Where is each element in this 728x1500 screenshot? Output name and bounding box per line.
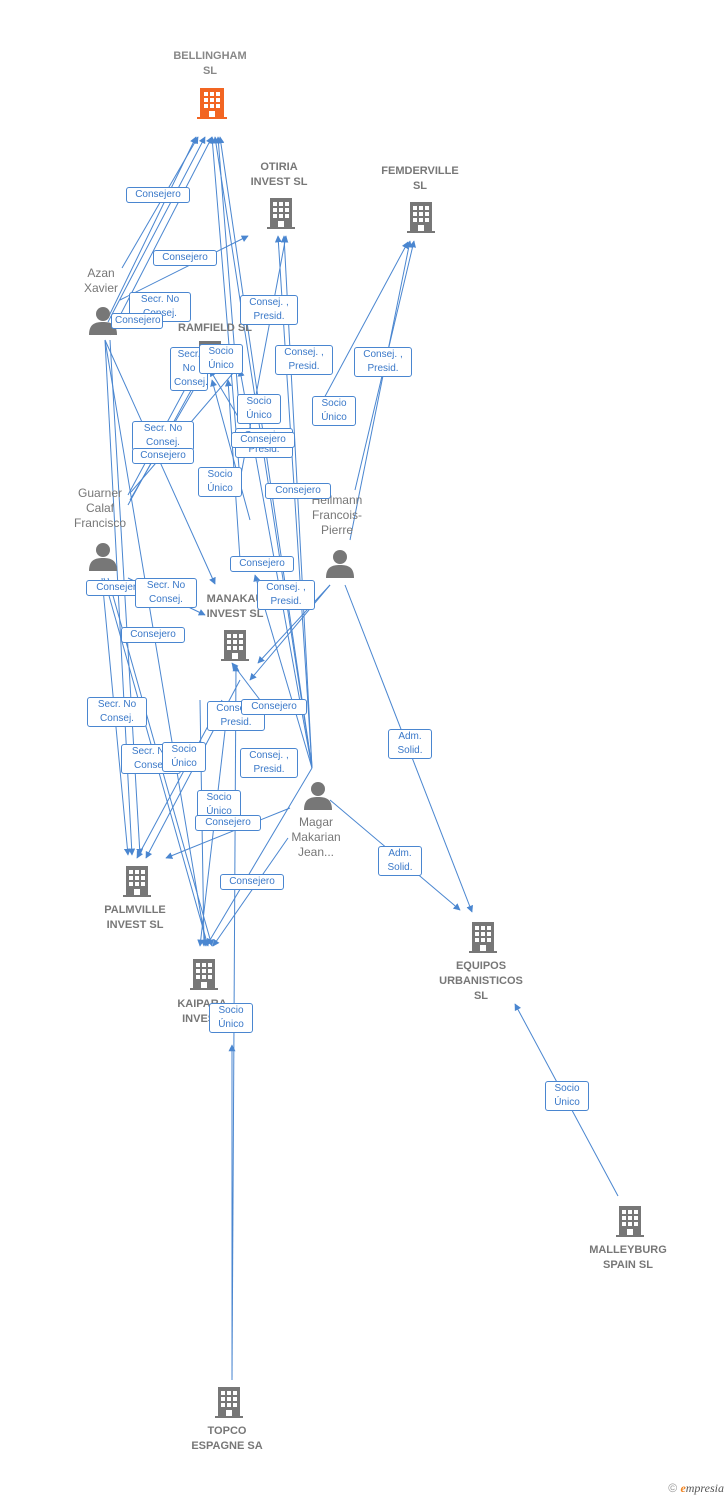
edge-29 — [209, 136, 241, 481]
relation-consejero-29[interactable]: Consejero — [195, 815, 261, 831]
company-label-bellingham[interactable]: BELLINGHAM SL — [173, 50, 247, 77]
building-icon-otiria[interactable] — [266, 196, 296, 230]
edge-3 — [107, 136, 206, 323]
person-icon-azan[interactable] — [88, 305, 118, 335]
relation-consejero-17[interactable]: Consejero — [230, 556, 294, 572]
relation-socio-unico-9[interactable]: Socio Único — [312, 396, 356, 426]
company-label-femderville[interactable]: FEMDERVILLE SL — [381, 165, 459, 192]
brand-logo[interactable]: empresia — [680, 1481, 724, 1495]
company-label-ramfield[interactable]: RAMFIELD SL — [178, 322, 252, 334]
relation-socio-unico-34[interactable]: Socio Único — [545, 1081, 589, 1111]
relation-secr-no-consej-13[interactable]: Secr. No Consej. — [132, 421, 194, 451]
relation-adm-solid-33[interactable]: Adm. Solid. — [378, 846, 422, 876]
building-icon-malleyburg[interactable] — [615, 1204, 645, 1238]
relation-consejero-14[interactable]: Consejero — [132, 448, 194, 464]
edge-21 — [206, 767, 313, 946]
relation-consejero-12[interactable]: Consejero — [231, 432, 295, 448]
edge-33 — [210, 379, 251, 521]
building-icon-manakau[interactable] — [220, 628, 250, 662]
relation-socio-unico-26[interactable]: Socio Único — [162, 742, 206, 772]
relation-consejero-30[interactable]: Consejero — [220, 874, 284, 890]
person-label-guarner[interactable]: Guarner Calaf Francisco — [73, 486, 126, 530]
company-label-topco[interactable]: TOPCO ESPAGNE SA — [191, 1425, 263, 1452]
person-label-magar[interactable]: Magar Makarian Jean... — [291, 815, 341, 859]
relation-consejero-16[interactable]: Consejero — [265, 483, 331, 499]
edge-32 — [209, 369, 241, 421]
edge-26 — [349, 240, 413, 541]
relation-consej-presid-7[interactable]: Consej. , Presid. — [275, 345, 333, 375]
person-label-azan[interactable]: Azan Xavier — [83, 266, 118, 295]
edge-36 — [257, 584, 331, 664]
edge-35 — [249, 584, 331, 681]
edge-2 — [107, 136, 197, 319]
person-icon-guarner[interactable] — [88, 541, 118, 571]
relation-consejero-1[interactable]: Consejero — [153, 250, 217, 266]
person-icon-hellmann[interactable] — [325, 548, 355, 578]
edge-28 — [314, 241, 409, 416]
relation-consejero-24[interactable]: Consejero — [241, 699, 307, 715]
company-label-kaipara[interactable]: KAIPARA INVEST — [177, 998, 227, 1025]
building-icon-topco[interactable] — [214, 1385, 244, 1419]
edge-23 — [165, 807, 291, 859]
relation-socio-unico-31[interactable]: Socio Único — [209, 1003, 253, 1033]
relation-secr-no-consej-22[interactable]: Secr. No Consej. — [87, 697, 147, 727]
person-icon-magar[interactable] — [303, 780, 333, 810]
company-label-equipos[interactable]: EQUIPOS URBANISTICOS SL — [439, 960, 523, 1002]
edge-7 — [104, 339, 209, 947]
footer-brand: © empresia — [668, 1481, 724, 1496]
building-icon-equipos[interactable] — [468, 920, 498, 954]
person-label-hellmann[interactable]: Hellmann Francois- Pierre — [311, 493, 363, 537]
building-icon-bellingham[interactable] — [196, 86, 228, 120]
relation-consej-presid-18[interactable]: Consej. , Presid. — [257, 580, 315, 610]
edge-24 — [212, 837, 289, 947]
relation-socio-unico-6[interactable]: Socio Único — [199, 344, 243, 374]
company-label-palmville[interactable]: PALMVILLE INVEST SL — [104, 904, 166, 931]
company-label-otiria[interactable]: OTIRIA INVEST SL — [250, 161, 308, 188]
building-icon-palmville[interactable] — [122, 864, 152, 898]
relation-secr-no-consej-20[interactable]: Secr. No Consej. — [135, 578, 197, 608]
edge-4 — [109, 136, 213, 336]
company-label-malleyburg[interactable]: MALLEYBURG SPAIN SL — [589, 1244, 667, 1271]
relation-socio-unico-15[interactable]: Socio Único — [198, 467, 242, 497]
relation-consejero-0[interactable]: Consejero — [126, 187, 190, 203]
relation-socio-unico-10[interactable]: Socio Único — [237, 394, 281, 424]
building-icon-kaipara[interactable] — [189, 957, 219, 991]
relation-consejero-21[interactable]: Consejero — [121, 627, 185, 643]
building-icon-femderville[interactable] — [406, 200, 436, 234]
relation-consejero-3[interactable]: Consejero — [111, 313, 163, 329]
relation-adm-solid-32[interactable]: Adm. Solid. — [388, 729, 432, 759]
relation-consej-presid-4[interactable]: Consej. , Presid. — [240, 295, 298, 325]
relation-consej-presid-8[interactable]: Consej. , Presid. — [354, 347, 412, 377]
company-label-manakau[interactable]: MANAKAU INVEST SL — [206, 593, 264, 620]
copyright-symbol: © — [668, 1481, 678, 1495]
relation-consej-presid-27[interactable]: Consej. , Presid. — [240, 748, 298, 778]
